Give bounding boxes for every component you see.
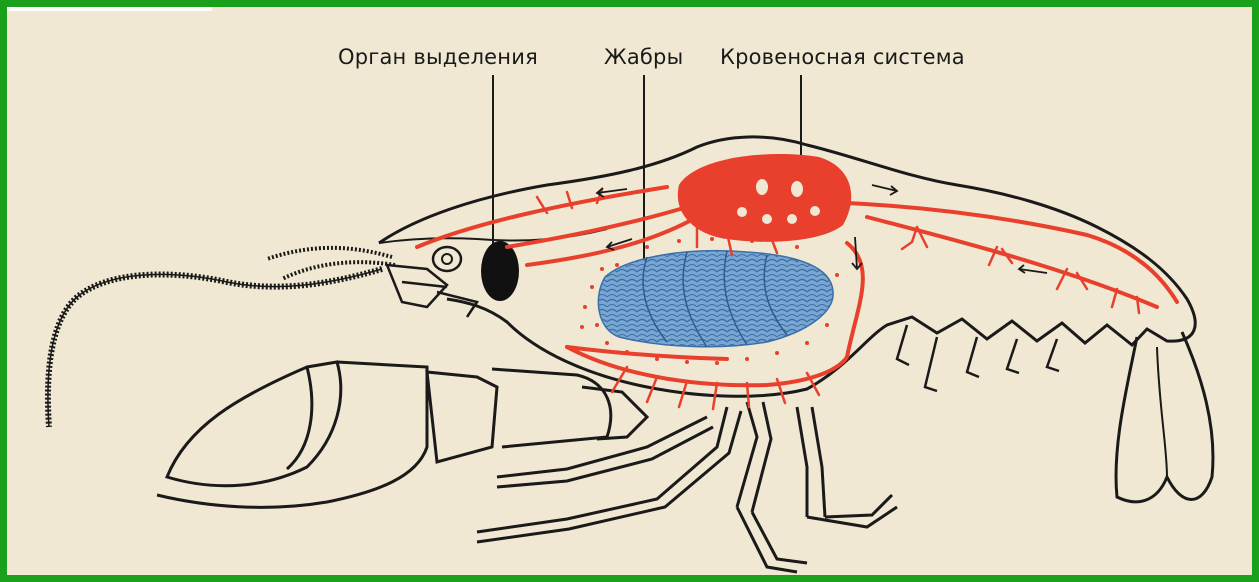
short-antenna-1 xyxy=(267,248,392,259)
crayfish-diagram xyxy=(7,7,1252,575)
tail-fan xyxy=(1116,332,1213,502)
gills-label: Жабры xyxy=(604,45,683,69)
eye-pupil xyxy=(442,254,452,264)
claw xyxy=(157,362,647,507)
swimmerets xyxy=(897,325,1059,391)
heart xyxy=(678,154,851,242)
head-appendages xyxy=(387,265,477,317)
walking-legs xyxy=(477,402,897,572)
gills xyxy=(598,251,833,347)
tail-fan-ridge xyxy=(1157,347,1167,477)
circulatory-system-label: Кровеносная система xyxy=(720,45,965,69)
excretory-organ xyxy=(481,241,519,301)
long-antenna xyxy=(48,269,382,427)
long-antenna-outline xyxy=(48,269,382,427)
excretory-organ-label: Орган выделения xyxy=(338,45,538,69)
